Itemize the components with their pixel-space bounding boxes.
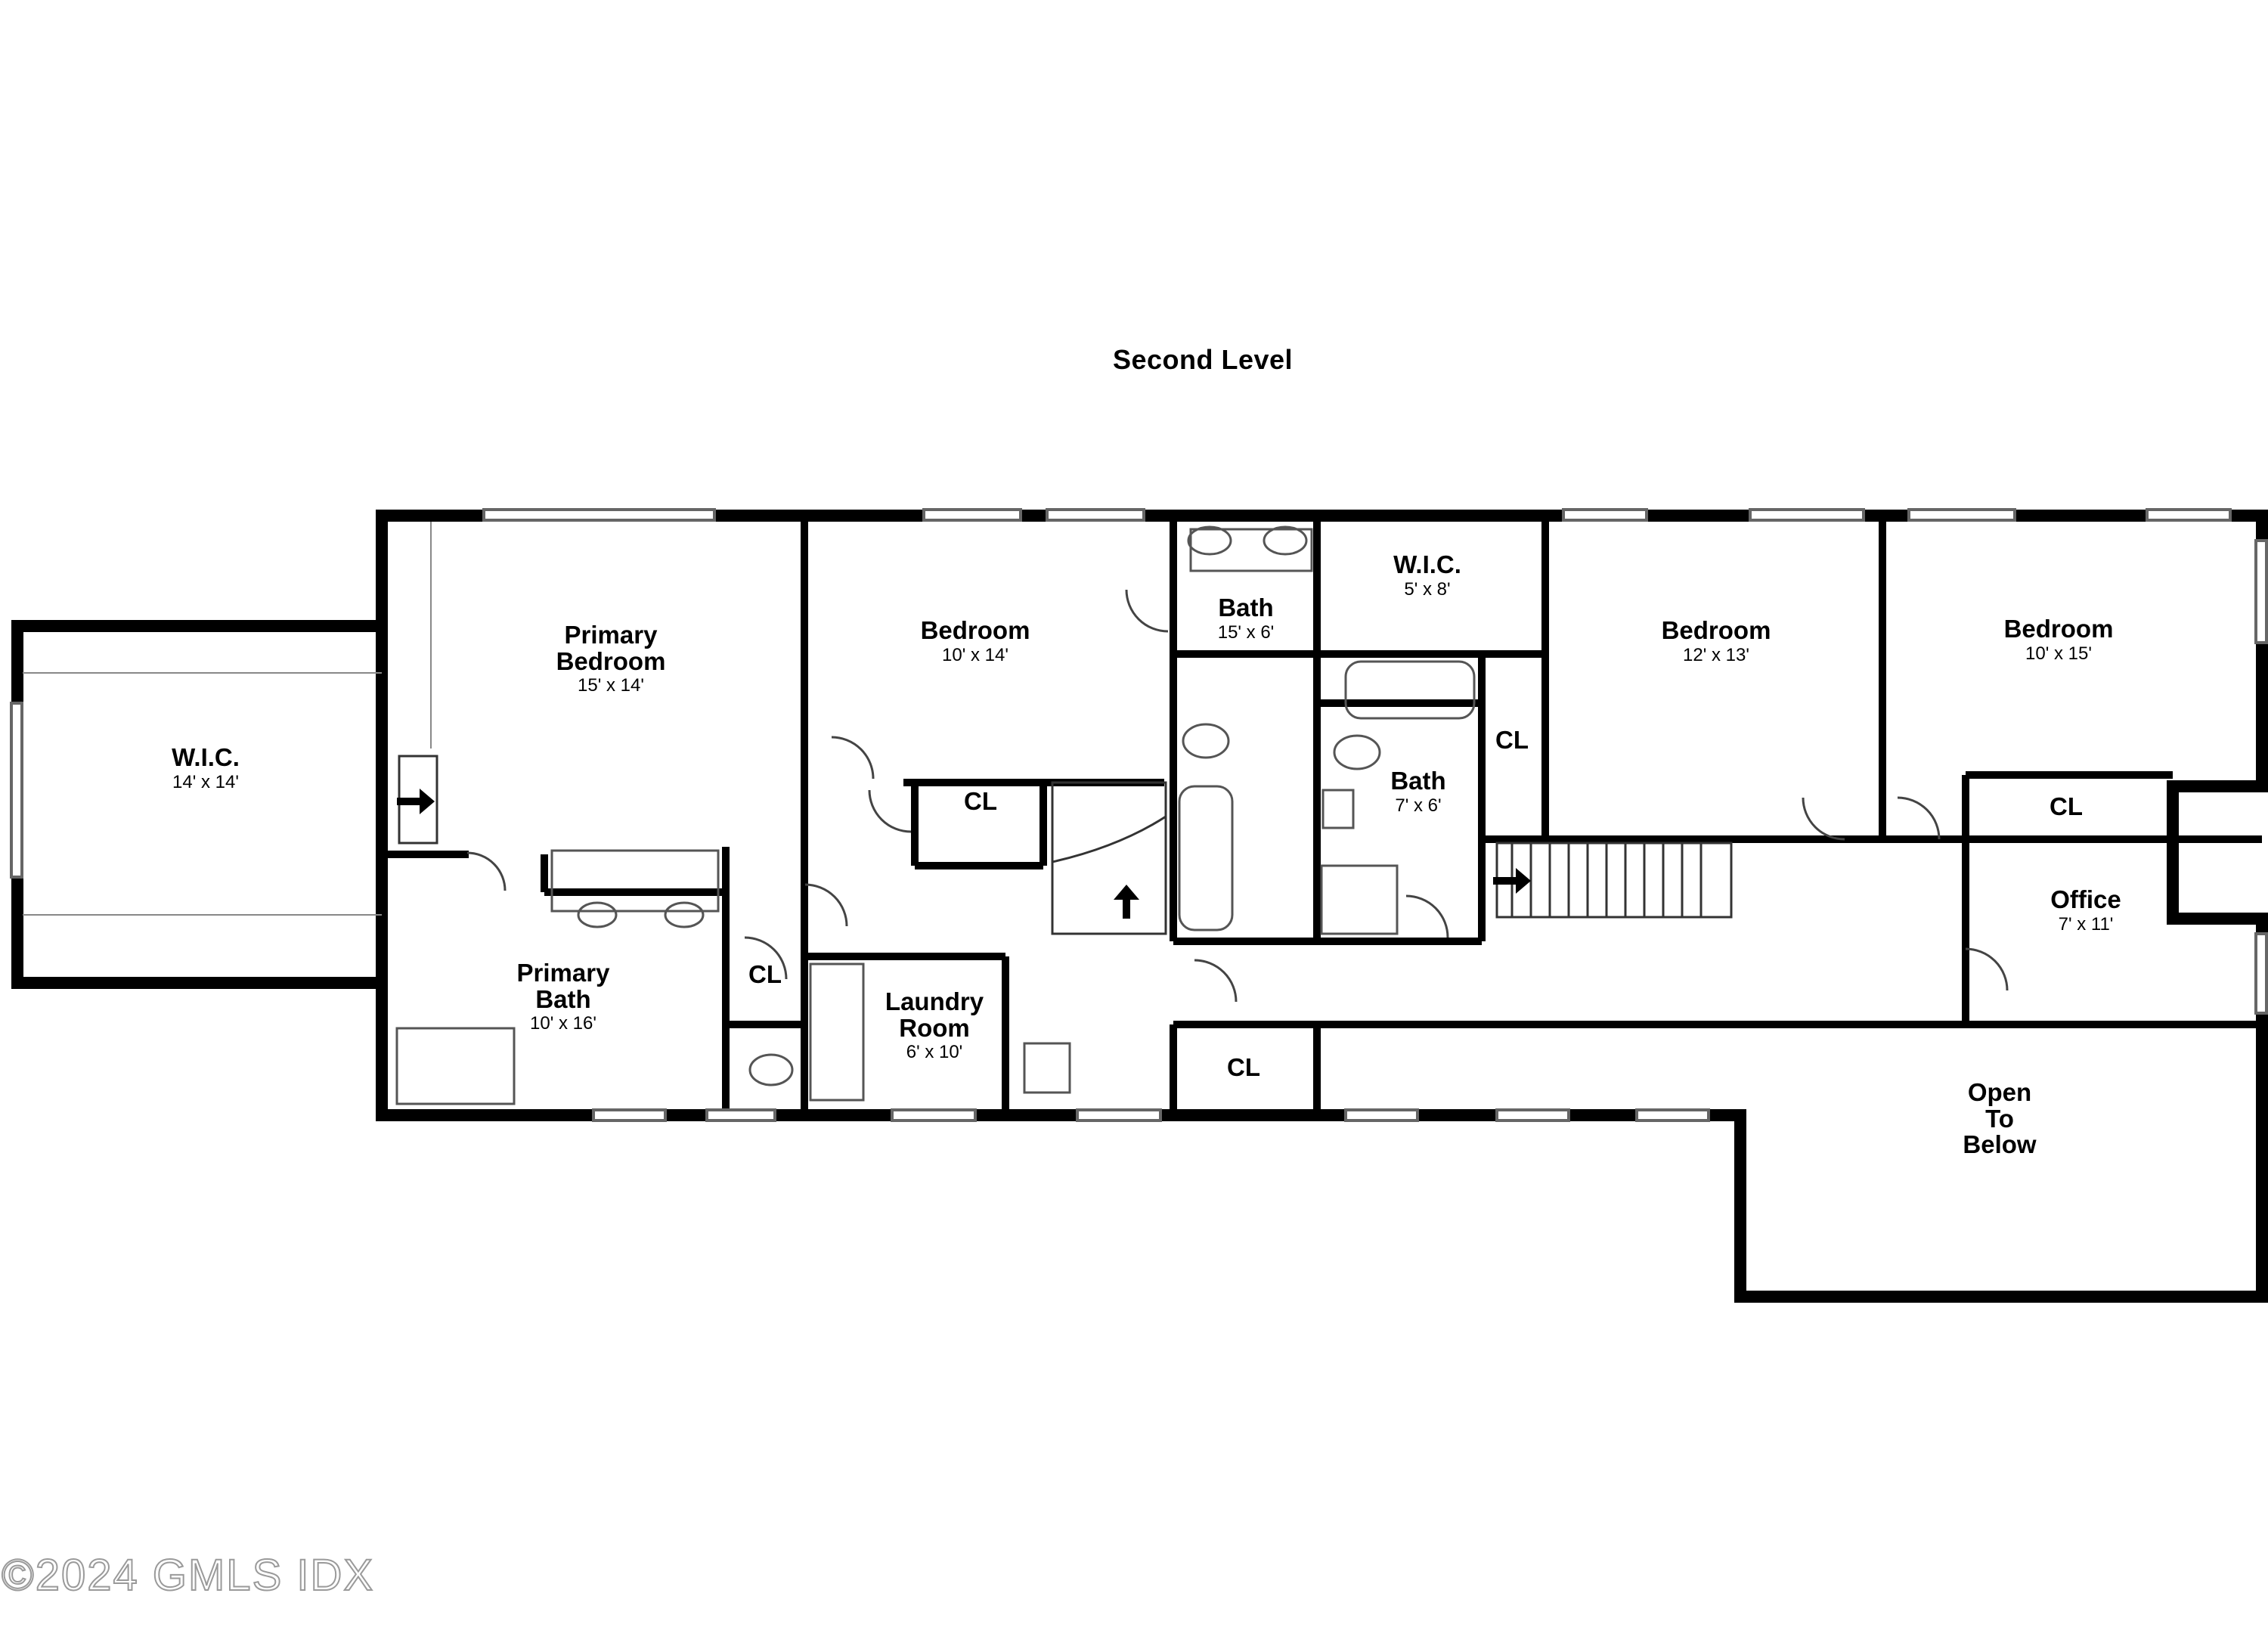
room-laundry: Laundry Room 6' x 10'	[866, 987, 1002, 1063]
stair-arrows	[397, 789, 1531, 919]
room-name: Bath	[1390, 767, 1446, 795]
room-name: CL	[748, 960, 782, 988]
outer-wall	[376, 510, 2268, 1303]
room-wic-large: W.I.C. 14' x 14'	[92, 743, 319, 792]
room-primary-bedroom: Primary Bedroom 15' x 14'	[528, 621, 694, 696]
room-dimensions: 7' x 6'	[1395, 795, 1442, 816]
room-closet-1: CL	[867, 787, 1094, 815]
room-bedroom-1: Bedroom 10' x 14'	[862, 616, 1089, 665]
room-open-to-below: Open To Below	[1962, 1078, 2037, 1159]
windows	[10, 508, 2268, 1122]
room-name: Bedroom	[920, 616, 1030, 644]
room-name: Open To Below	[1963, 1078, 2037, 1159]
level-title: Second Level	[1112, 344, 1294, 375]
room-closet-3: CL	[1953, 792, 2180, 820]
room-dimensions: 15' x 14'	[578, 675, 644, 696]
room-dimensions: 10' x 16'	[530, 1013, 596, 1034]
room-closet-4: CL	[652, 960, 878, 988]
room-name: W.I.C.	[1393, 550, 1461, 578]
room-name: CL	[1227, 1053, 1260, 1081]
door-swings	[466, 589, 2009, 1003]
room-dimensions: 7' x 11'	[2058, 913, 2114, 935]
room-name: Bath	[1218, 594, 1274, 621]
wic-shelves	[23, 522, 432, 916]
room-dimensions: 10' x 15'	[2025, 643, 2092, 664]
room-name: CL	[1495, 726, 1529, 754]
room-dimensions: 12' x 13'	[1683, 644, 1749, 665]
room-closet-5: CL	[1130, 1053, 1357, 1081]
room-name: Bedroom	[1661, 616, 1771, 644]
room-name: W.I.C.	[172, 743, 240, 771]
room-bedroom-2: Bedroom 12' x 13'	[1603, 616, 1830, 665]
room-bath-hall: Bath 15' x 6'	[1132, 594, 1359, 643]
wic-wall	[11, 620, 382, 989]
room-name: CL	[2050, 792, 2083, 820]
room-dimensions: 6' x 10'	[906, 1042, 963, 1063]
room-name: Bedroom	[2003, 615, 2114, 643]
room-name: Office	[2050, 885, 2121, 913]
room-name: Primary Bath	[516, 959, 610, 1013]
room-dimensions: 5' x 8'	[1404, 578, 1451, 600]
fixtures	[395, 525, 1476, 1105]
room-dimensions: 15' x 6'	[1217, 621, 1275, 643]
watermark: ©2024 GMLS IDX	[1, 1550, 375, 1601]
room-name: Primary Bedroom	[556, 621, 666, 675]
room-name: Laundry Room	[885, 987, 984, 1042]
room-name: CL	[964, 787, 997, 815]
room-dimensions: 14' x 14'	[172, 771, 239, 792]
room-bedroom-3: Bedroom 10' x 15'	[1945, 615, 2172, 664]
room-office: Office 7' x 11'	[1972, 885, 2199, 935]
room-primary-bath: Primary Bath 10' x 16'	[495, 959, 631, 1034]
room-wic-small: W.I.C. 5' x 8'	[1314, 550, 1541, 600]
room-closet-2: CL	[1399, 727, 1625, 754]
interior-walls	[382, 522, 2262, 1115]
room-bath-small: Bath 7' x 6'	[1305, 767, 1532, 816]
room-dimensions: 10' x 14'	[942, 644, 1009, 665]
